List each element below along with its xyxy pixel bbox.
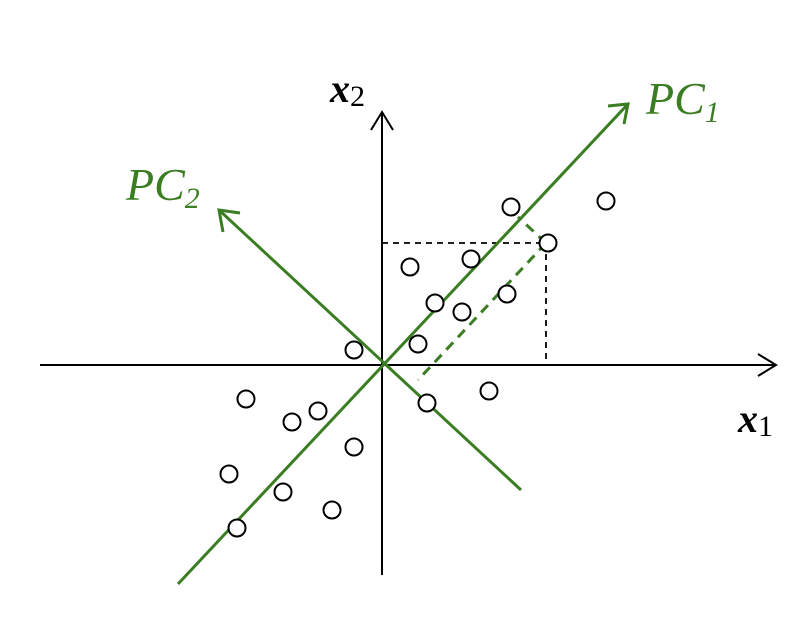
- x2-axis-arrowhead: [370, 110, 394, 131]
- data-point: [497, 284, 517, 304]
- data-point: [322, 500, 342, 520]
- data-point: [273, 482, 293, 502]
- data-point: [501, 197, 521, 217]
- data-point: [227, 518, 247, 538]
- x1-axis-arrowhead: [757, 353, 778, 377]
- data-point: [408, 334, 428, 354]
- pc2-label: PC2: [125, 159, 200, 215]
- data-point: [400, 257, 420, 277]
- data-points: [219, 191, 616, 538]
- data-point: [219, 464, 239, 484]
- pc1-arrowhead: [607, 102, 630, 125]
- pc1-axis: [176, 102, 630, 586]
- data-point: [461, 249, 481, 269]
- pc1-label: PC1: [645, 73, 720, 129]
- data-point: [417, 393, 437, 413]
- data-point: [308, 401, 328, 421]
- data-point: [344, 340, 364, 360]
- data-point: [452, 302, 472, 322]
- x1-label: x1: [737, 396, 773, 443]
- pc-projection-parallel: [416, 241, 548, 382]
- data-point: [344, 437, 364, 457]
- x2-label: x2: [329, 66, 365, 113]
- data-point: [479, 381, 499, 401]
- data-point: [236, 389, 256, 409]
- data-point: [425, 293, 445, 313]
- pc2-arrowhead: [217, 208, 241, 233]
- data-point: [538, 233, 558, 253]
- pc2-axis: [217, 208, 523, 492]
- data-point: [282, 412, 302, 432]
- data-point: [596, 191, 616, 211]
